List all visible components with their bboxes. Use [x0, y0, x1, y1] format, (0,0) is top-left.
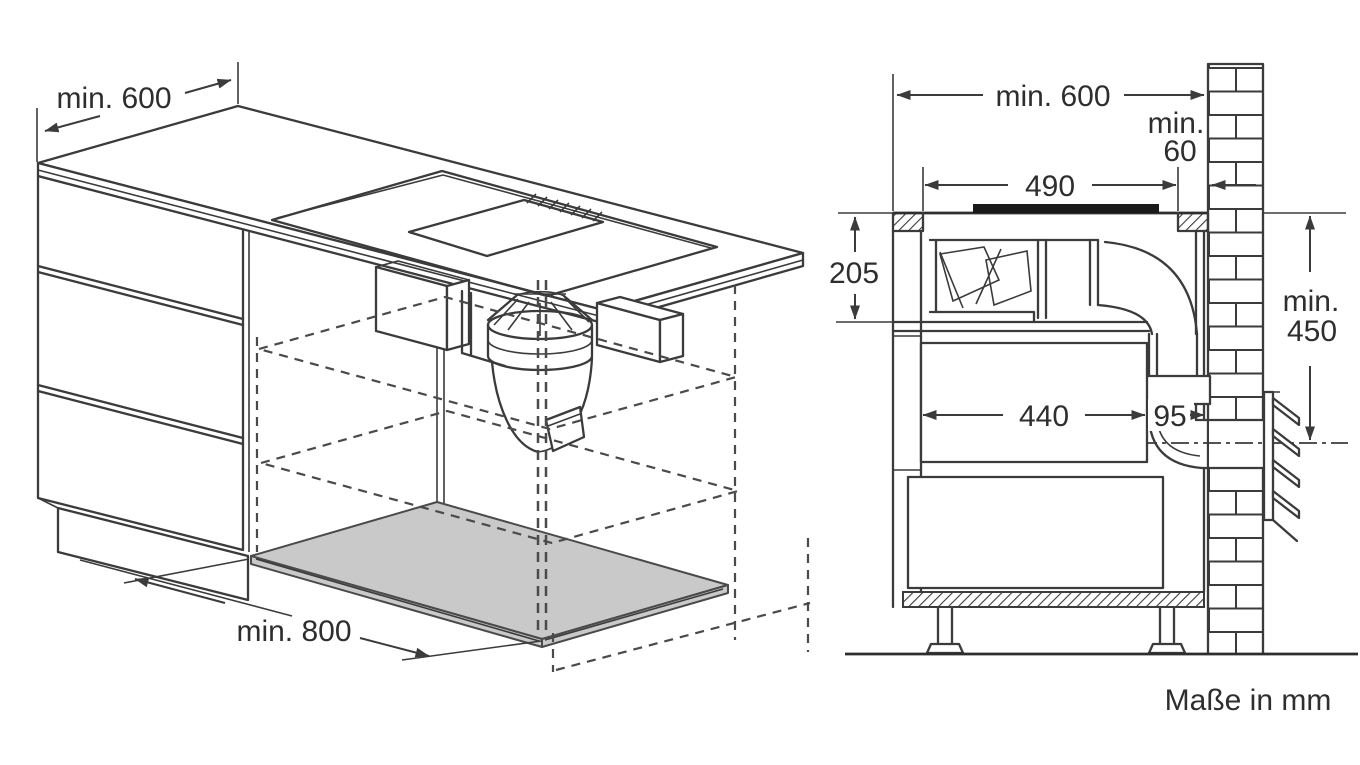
clearance-dashed-box — [254, 280, 811, 672]
dim-min600-section: min. 600 — [892, 74, 1205, 211]
cabinet-legs — [925, 605, 1187, 655]
section-view: min. 600 min. 60 490 205 min. — [822, 62, 1358, 656]
blower-motor — [486, 290, 594, 454]
hob-outline — [270, 169, 719, 298]
plenum-box — [374, 260, 471, 352]
dim-440: 440 — [922, 399, 1146, 433]
dim-label-95: 95 — [1153, 400, 1186, 433]
dim-label-490: 490 — [1025, 170, 1075, 203]
dim-label-min450-word: min. — [1283, 285, 1340, 318]
wall-duct-opening — [1209, 421, 1263, 467]
dim-label-min60-value: 60 — [1163, 135, 1196, 168]
dim-label-min60-word: min. — [1148, 107, 1205, 140]
worktop-section — [838, 204, 1210, 233]
floor-clearance-area — [250, 501, 729, 648]
dim-205: 205 — [822, 216, 886, 320]
dim-490: 490 — [922, 167, 1179, 211]
base-cabinet — [36, 174, 293, 617]
dim-floor-clearance-iso: min. 800 — [123, 558, 542, 661]
dim-min450: min. 450 — [1263, 212, 1346, 441]
plinth — [37, 497, 293, 617]
duct-stub-box — [595, 295, 685, 364]
downdraft-unit — [374, 260, 685, 554]
dim-label-min800-iso: min. 800 — [236, 615, 351, 648]
cabinet-bottom-shelf — [902, 591, 1205, 608]
hob-section — [836, 238, 1199, 336]
units-caption: Maße in mm — [1165, 684, 1332, 717]
dim-min60: min. 60 — [1148, 107, 1256, 190]
outside-vent-louver — [1262, 390, 1301, 543]
dim-95: 95 — [1148, 399, 1205, 433]
base-cabinet-section — [891, 229, 1205, 655]
dim-label-min450-value: 450 — [1287, 315, 1337, 348]
dim-label-440: 440 — [1019, 400, 1069, 433]
dim-counter-depth-iso: min. 600 — [36, 62, 239, 162]
vent-grate — [407, 193, 605, 258]
fan-sketch — [938, 246, 1032, 309]
drawer-lower — [906, 475, 1165, 590]
dim-label-205: 205 — [829, 257, 879, 290]
hob-glass — [973, 204, 1159, 213]
dim-label-min600-section: min. 600 — [995, 80, 1110, 113]
dim-label-min600-iso: min. 600 — [56, 82, 171, 115]
isometric-view: min. 600 min. 800 — [36, 62, 811, 672]
brick-wall — [1206, 62, 1265, 656]
